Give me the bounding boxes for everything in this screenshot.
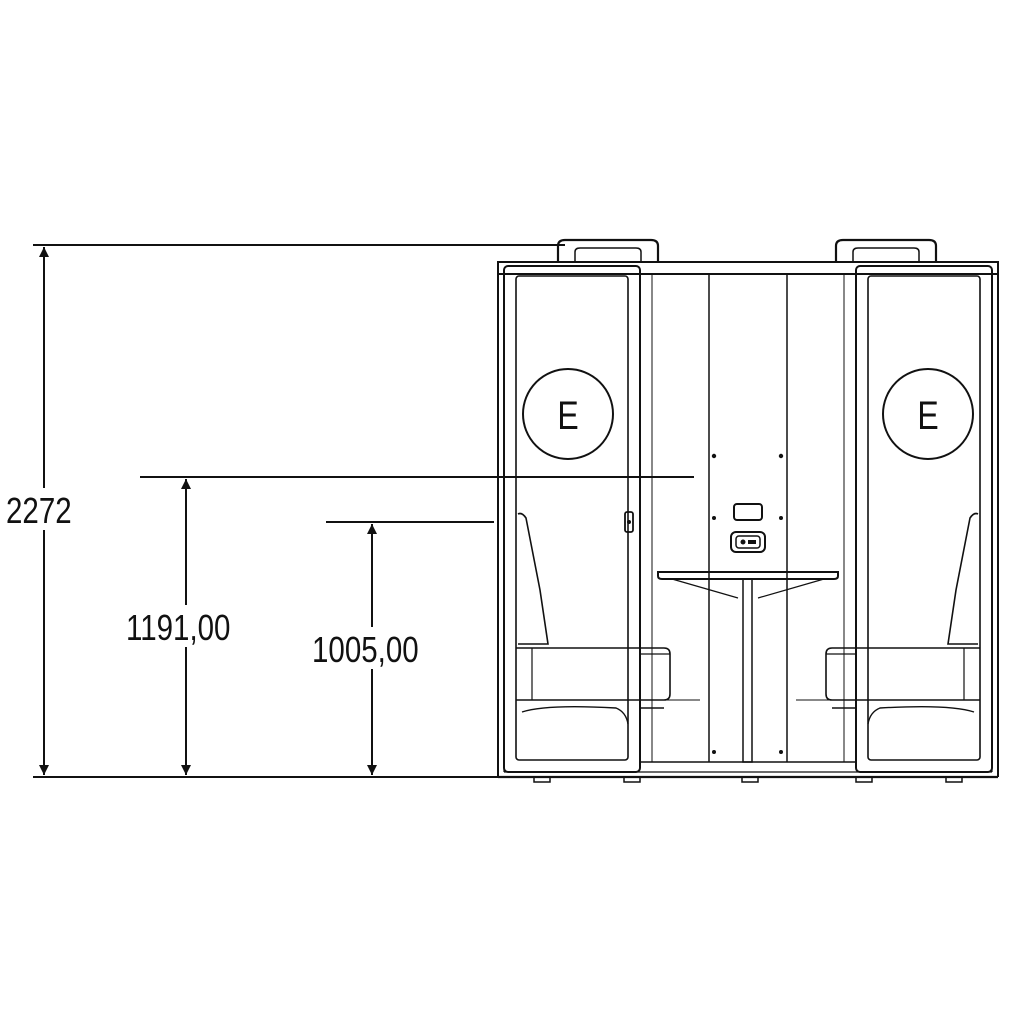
dimension-lines: 2272 1191,00 1005,00 (2, 244, 694, 778)
right-door: E (825, 265, 993, 773)
roof-handle-right (834, 238, 938, 262)
table-leg (742, 578, 753, 763)
left-door-badge (522, 368, 614, 460)
overall-height-label: 2272 (6, 490, 72, 530)
left-badge-letter: E (557, 393, 578, 438)
left-seat-cushion (516, 647, 671, 701)
booth-body (497, 238, 999, 783)
upper-height-label: 1191,00 (126, 607, 230, 647)
right-seat-backrest (947, 512, 979, 645)
power-socket (730, 531, 766, 553)
table-top (657, 571, 839, 580)
lower-height-label: 1005,00 (312, 629, 419, 669)
left-seat-backrest (517, 512, 549, 645)
light-switch (733, 503, 763, 521)
roof-rail (497, 261, 999, 275)
left-door-handle (624, 511, 634, 533)
right-seat-cushion (825, 647, 980, 701)
left-door: E (503, 265, 671, 773)
roof-handle-left (556, 238, 660, 262)
right-badge-letter: E (917, 393, 938, 438)
right-door-badge (882, 368, 974, 460)
